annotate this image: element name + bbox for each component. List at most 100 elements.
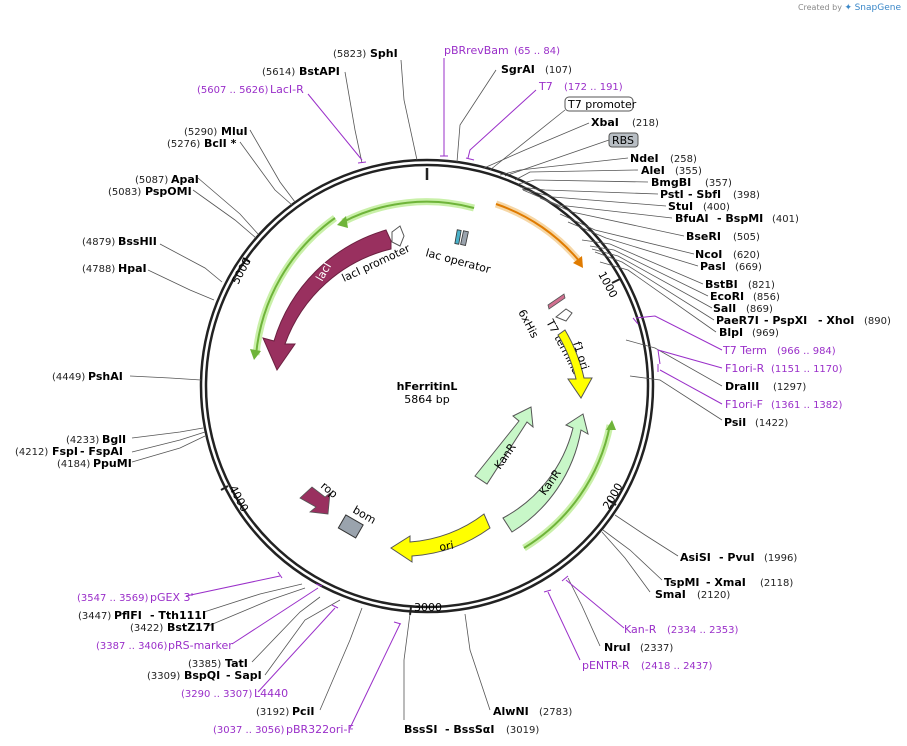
bom-box (337, 514, 364, 539)
primer-range-pbrrevbam: (65 .. 84) (514, 46, 560, 57)
leader-bseri (539, 197, 685, 237)
tick-5000 (242, 257, 251, 263)
leader-lines (129, 59, 723, 720)
site-name-psti: PstI (660, 188, 684, 201)
leader-asisi (614, 514, 679, 557)
t7-terminator-arrow (555, 308, 573, 322)
primer-name-pentr-r: pENTR-R (582, 659, 630, 672)
primer-mark-kan-r (561, 575, 569, 582)
leader-pshai (129, 375, 202, 381)
site-coord-bsssi: (3019) (506, 725, 539, 736)
site-name-ncoi: NcoI (695, 248, 722, 261)
primer-range-pgex3: (3547 .. 3569) (77, 593, 149, 604)
site-coord-pasi: (669) (735, 262, 762, 273)
site-coord-mlui: (5290) (184, 127, 217, 138)
kanr-arrow-small (474, 406, 534, 485)
site-name-bseri: BseRI (686, 230, 721, 243)
site-coord-tati: (3385) (188, 659, 221, 670)
site-coord-ecori: (856) (753, 292, 780, 303)
site-coord-blpi: (969) (752, 328, 779, 339)
primer-line-prs-marker (231, 587, 319, 645)
site-name-tati: TatI (225, 657, 248, 670)
leader-psii (629, 375, 723, 421)
site-name2-sapi: SapI (234, 669, 261, 682)
leader-bstbi (581, 239, 704, 285)
primer-range-f1ori-r: (1151 .. 1170) (771, 364, 843, 375)
plasmid-name: hFerritinL (397, 380, 458, 393)
site-coord-fspi: (4212) (15, 447, 48, 458)
rbs-box (608, 132, 639, 148)
site-name-xhoi: - XhoI (818, 314, 854, 327)
site-name-pshai: PshAI (88, 370, 123, 383)
primer-range-kan-r: (2334 .. 2353) (667, 625, 739, 636)
site-name-bcli: BclI * (204, 137, 237, 150)
primer-mark-pgex3 (277, 571, 283, 579)
snapgene-logo-icon: ✦ (844, 3, 853, 13)
primer-range-pbr322ori-f: (3037 .. 3056) (213, 725, 285, 736)
backbone (199, 158, 655, 614)
primer-line-f1ori-r (657, 349, 723, 369)
primer-line-t7term (635, 315, 723, 351)
site-name-sbfi: - SbfI (688, 188, 721, 201)
primer-name-prs-marker: pRS-marker (168, 639, 233, 652)
site-name-ecori: EcoRI (710, 290, 744, 303)
6xhis-label: 6xHis (515, 307, 541, 340)
site-coord-hpai: (4788) (82, 264, 115, 275)
primer-range-f1ori-f: (1361 .. 1382) (771, 400, 843, 411)
leader-alei (514, 169, 639, 181)
site-name-psii: PsiI (724, 416, 746, 429)
leader-bstz17i (207, 587, 306, 627)
primer-name-pgex3: pGEX 3' (150, 591, 194, 604)
site-name-nrui: NruI (604, 641, 631, 654)
leader-sphi (400, 59, 418, 161)
site-name-pcii: PciI (292, 705, 314, 718)
plasmid-length: 5864 bp (404, 393, 449, 406)
site-name-bfuai: BfuAI (675, 212, 709, 225)
primer-range-t7: (172 .. 191) (564, 82, 623, 93)
site-coord-ppumi: (4184) (57, 459, 90, 470)
rbs-label: RBS (612, 134, 634, 147)
site-labels: (5823) SphI SgrAI (107) XbaI (218) NdeI … (15, 47, 891, 736)
primer-name-t7: T7 (538, 80, 553, 93)
laci-orf-arrowhead (250, 349, 261, 360)
leader-hpai (147, 269, 215, 301)
site-coord-bstapi: (5614) (262, 67, 295, 78)
site-name2-xmai: XmaI (714, 576, 745, 589)
site-name-bstz17i: BstZ17I (167, 621, 215, 634)
site-name-tspmi: TspMI (664, 576, 700, 589)
site-name-bgli: BglI (102, 433, 126, 446)
site-coord-alei: (355) (675, 166, 702, 177)
site-name-sali: SalI (713, 302, 736, 315)
site-name-pspxi: - PspXI (764, 314, 807, 327)
leader-bspqi (264, 599, 341, 676)
leader-draiii (625, 339, 723, 387)
leader-sgrai (456, 69, 497, 163)
right-orf-arrowhead (606, 420, 616, 430)
leader-tati (251, 596, 321, 663)
site-name-sphi: SphI (370, 47, 398, 60)
site-coord-bfuai: (401) (772, 214, 799, 225)
leader-tspmi (602, 529, 663, 581)
kanr-arrow-large (502, 413, 589, 533)
site-name-bsssi: BssSI (404, 723, 438, 736)
leader-ppumi (131, 435, 206, 463)
site-name-bmgbi: BmgBI (651, 176, 691, 189)
primer-line-pgex3 (185, 575, 281, 597)
site-name2-bsssai: BssSαI (453, 723, 494, 736)
leader-alwni (464, 613, 491, 711)
site-name-alei: AleI (641, 164, 665, 177)
site-name-fspai: - FspAI (80, 445, 123, 458)
site-name-draiii: DraIII (725, 380, 759, 393)
leader-nrui (567, 577, 601, 647)
site-coord-draiii: (1297) (773, 382, 806, 393)
site-coord-ndei: (258) (670, 154, 697, 165)
site-name-alwni: AlwNI (493, 705, 529, 718)
right-orf-line (523, 424, 611, 549)
site-coord-sgrai: (107) (545, 65, 572, 76)
orange-orf-line (495, 203, 581, 263)
tick-1000 (611, 278, 621, 284)
primer-range-l4440: (3290 .. 3307) (181, 689, 253, 700)
primer-mark-prs-marker (315, 583, 323, 587)
lac-operator-box-1 (454, 229, 462, 245)
